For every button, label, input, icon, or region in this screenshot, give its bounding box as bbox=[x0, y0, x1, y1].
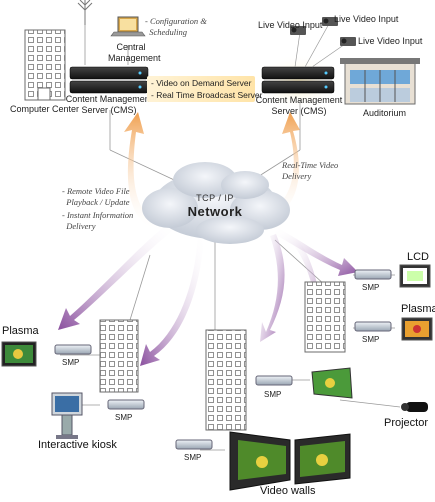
smp-box-kiosk bbox=[108, 400, 144, 409]
smp-box-plasma-left bbox=[55, 345, 91, 354]
live-video-input-label-2: Live Video Input bbox=[334, 14, 398, 25]
lcd-label: LCD bbox=[407, 252, 429, 263]
purple-arrow-video-walls bbox=[260, 234, 285, 342]
projection-screen bbox=[312, 368, 352, 398]
broadcast-server-label: - Real Time Broadcast Server bbox=[151, 90, 262, 101]
vod-server-label: - Video on Demand Server bbox=[151, 78, 251, 89]
live-video-input-label-1: Live Video Input bbox=[258, 20, 322, 31]
purple-arrow-lcd bbox=[274, 228, 358, 276]
building-left bbox=[100, 320, 138, 392]
purple-arrow-plasma-left bbox=[58, 222, 176, 330]
network-label: Network bbox=[185, 206, 245, 217]
remote-playback-note: - Remote Video File Playback / Update bbox=[62, 186, 130, 208]
smp-label-plasma-left: SMP bbox=[62, 357, 79, 368]
projector-icon bbox=[401, 402, 428, 412]
plasma-right-display bbox=[402, 318, 432, 340]
interactive-kiosk-label: Interactive kiosk bbox=[38, 440, 117, 451]
building-center bbox=[206, 330, 246, 430]
smp-box-projector bbox=[256, 376, 292, 385]
smp-label-kiosk: SMP bbox=[115, 412, 132, 423]
smp-label-lcd: SMP bbox=[362, 282, 379, 293]
cms-left-label: Content Management Server (CMS) bbox=[64, 94, 154, 116]
config-scheduling-note: - Configuration & Scheduling bbox=[145, 16, 207, 38]
video-wall-2 bbox=[295, 434, 350, 484]
smp-label-video-walls: SMP bbox=[184, 452, 201, 463]
realtime-delivery-note: Real-Time Video Delivery bbox=[282, 160, 338, 182]
auditorium-label: Auditorium bbox=[363, 108, 406, 119]
laptop-icon bbox=[111, 17, 145, 36]
camera-icon-3 bbox=[340, 37, 356, 46]
interactive-kiosk-icon bbox=[52, 393, 82, 439]
video-wall-1 bbox=[230, 432, 290, 490]
plasma-right-label: Plasma bbox=[401, 304, 435, 315]
smp-box-video-walls bbox=[176, 440, 212, 449]
smp-box-plasma-right bbox=[355, 322, 391, 331]
cms-right-label: Content Management Server (CMS) bbox=[254, 95, 344, 117]
instant-info-note: - Instant Information Delivery bbox=[62, 210, 133, 232]
smp-label-projector: SMP bbox=[264, 389, 281, 400]
live-video-input-label-3: Live Video Input bbox=[358, 36, 422, 47]
plasma-left-display bbox=[2, 342, 36, 366]
video-walls-label: Video walls bbox=[260, 486, 315, 497]
central-management-label: Central Management bbox=[108, 42, 154, 64]
purple-arrow-kiosk bbox=[140, 232, 204, 366]
network-protocol-label: TCP / IP bbox=[185, 193, 245, 204]
projector-label: Projector bbox=[384, 418, 428, 429]
smp-box-lcd bbox=[355, 270, 391, 279]
smp-label-plasma-right: SMP bbox=[362, 334, 379, 345]
computer-center-building bbox=[25, 30, 65, 100]
auditorium-building bbox=[340, 58, 420, 104]
plasma-left-label: Plasma bbox=[2, 326, 39, 337]
building-right bbox=[305, 282, 345, 352]
antenna-icon bbox=[78, 0, 92, 25]
cms-server-left-icon bbox=[70, 67, 148, 93]
lcd-display bbox=[400, 265, 430, 287]
